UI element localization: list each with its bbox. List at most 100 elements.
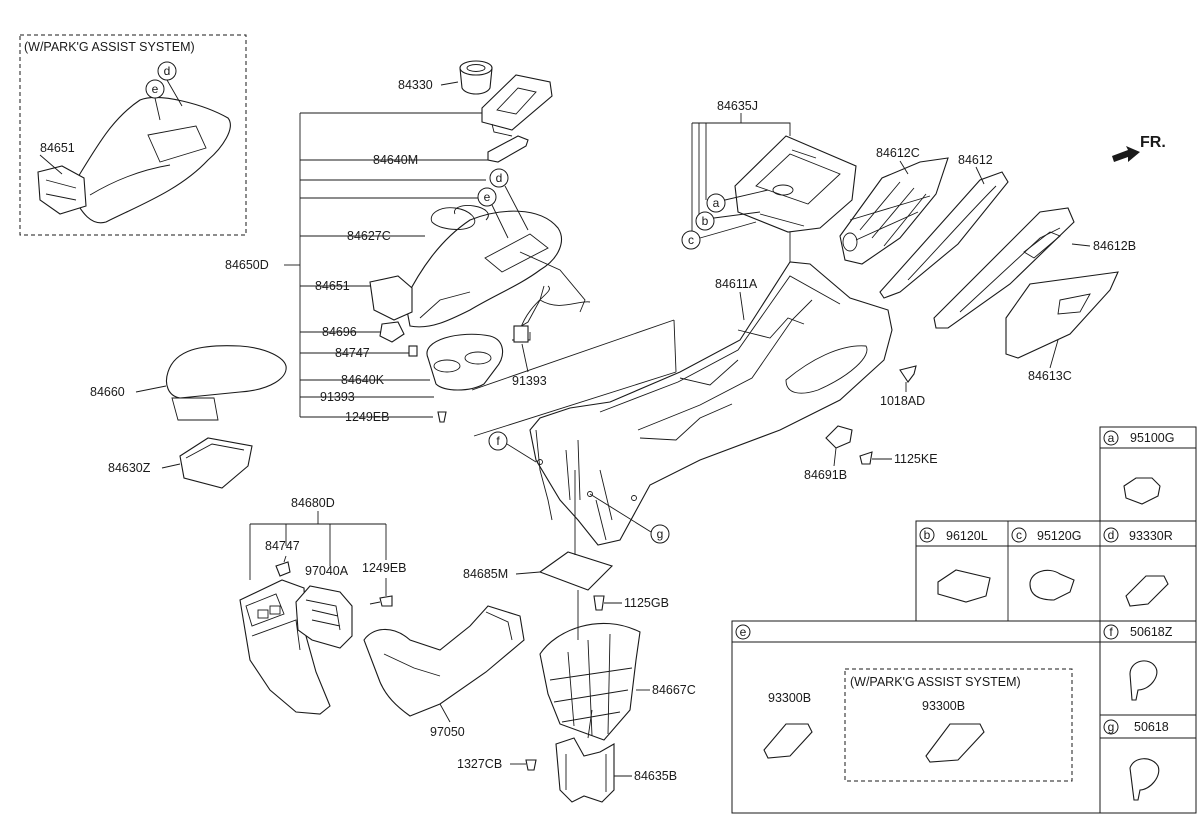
part-label-84651: 84651 [315,279,350,293]
part-label-1249EB: 1249EB [345,410,389,424]
part-label-84640K: 84640K [341,373,385,387]
legend-f-part: 50618Z [1130,625,1173,639]
part-84696-drawing [379,321,405,343]
legend-c-part: 95120G [1037,529,1081,543]
part-label-84747-b: 84747 [265,539,300,553]
part-label-84680D: 84680D [291,496,335,510]
svg-text:a: a [713,196,720,210]
part-84651-drawing [369,275,413,321]
legend-g-drawing [1129,758,1160,801]
part-label-84612: 84612 [958,153,993,167]
part-84630z-drawing: 84630Z [108,437,253,489]
legend-a-part: 95100G [1130,431,1174,445]
shift-bezel-drawing [481,74,553,137]
legend-e-letter [735,624,751,640]
part-label-1249EB-b: 1249EB [362,561,406,575]
part-84612b-drawing: 84612B [933,207,1136,329]
callout-e [477,187,497,207]
svg-text:c: c [688,233,694,247]
callout-g [650,524,670,544]
legend-e-part-std: 93300B [768,691,811,705]
legend-c-letter [1011,527,1027,543]
part-97050-drawing: 97050 [363,605,525,739]
park-assist-inset: (W/PARK'G ASSIST SYSTEM) 84651 d e [19,34,247,236]
svg-text:a: a [1108,431,1115,445]
part-label-1327CB: 1327CB [457,757,502,771]
svg-text:b: b [702,214,709,228]
part-label-91393-a: 91393 [320,390,355,404]
legend-d-letter [1103,527,1119,543]
part-label-84640M: 84640M [373,153,418,167]
legend-f-drawing [1129,660,1158,701]
part-84635b-drawing: 84635B 1327CB [457,709,677,803]
part-label-84635J: 84635J [717,99,758,113]
part-label-84612C: 84612C [876,146,920,160]
part-84612-drawing: 84612 [879,153,1009,299]
legend-e-std-drawing [763,723,813,759]
part-label-84330: 84330 [398,78,433,92]
part-label-84696: 84696 [322,325,357,339]
legend-f-letter [1103,624,1119,640]
svg-text:d: d [164,64,171,78]
inset-console-drawing [69,97,231,224]
svg-text:d: d [496,171,503,185]
legend-g-part: 50618 [1134,720,1169,734]
part-label-84612B: 84612B [1093,239,1136,253]
svg-text:f: f [1109,625,1113,639]
part-label-97050: 97050 [430,725,465,739]
part-label-84613C: 84613C [1028,369,1072,383]
park-assist-note: (W/PARK'G ASSIST SYSTEM) [24,40,195,54]
callout-f [488,431,508,451]
part-84640m-drawing [487,135,529,163]
legend-d-drawing [1125,575,1169,607]
assembly-84635j: 84635J a b c [681,99,791,250]
svg-text:g: g [657,527,664,541]
part-label-84630Z: 84630Z [108,461,151,475]
part-84667c-drawing: 84667C [539,590,696,741]
rear-console-cover-drawing [239,555,331,715]
legend-b-letter [919,527,935,543]
part-label-1125KE: 1125KE [894,452,938,466]
part-91393-wiring: 91393 [512,285,591,388]
callout-d-inset [157,61,177,81]
front-label: FR. [1140,134,1166,151]
front-direction-indicator: FR. [1112,134,1166,162]
legend-c-drawing [1029,569,1075,601]
part-84612c-drawing: 84612C [839,146,949,265]
part-label-97040A: 97040A [305,564,349,578]
svg-text:g: g [1108,720,1115,734]
part-1249eb-drawing [437,411,447,423]
legend-e-pas-drawing [925,723,985,763]
callout-b [695,211,715,231]
legend-e-part-pas: 93300B [922,699,965,713]
part-84330-drawing: 84330 [398,60,493,95]
part-label-84611A: 84611A [715,277,758,291]
svg-text:c: c [1016,528,1022,542]
callout-e-inset [145,79,165,99]
legend-e-park-note: (W/PARK'G ASSIST SYSTEM) [850,675,1021,689]
part-label-84691B: 84691B [804,468,847,482]
part-97040a-drawing [295,578,393,649]
svg-text:d: d [1108,528,1115,542]
legend-b-part: 96120L [946,529,988,543]
svg-text:e: e [740,625,747,639]
legend-g-letter [1103,719,1119,735]
callout-d [489,168,509,188]
part-label-84747: 84747 [335,346,370,360]
svg-text:e: e [152,82,159,96]
part-84640k-drawing [426,333,504,391]
part-label-1018AD: 1018AD [880,394,925,408]
part-label-1125GB: 1125GB [624,596,669,610]
legend-table: a 95100G b 96120L c 95120G d 93330R e 93… [731,426,1197,814]
callout-c [681,230,701,250]
svg-text:e: e [484,190,491,204]
part-84747-drawing [408,345,418,357]
part-84611a-drawing: 84611A [529,232,893,546]
part-84685m-drawing: 84685M [463,470,614,591]
part-label-84627C: 84627C [347,229,391,243]
part-label-84650D: 84650D [225,258,269,272]
part-1125gb-drawing: 1125GB [593,595,669,611]
part-84660-drawing: 84660 [90,345,287,421]
part-label-84685M: 84685M [463,567,508,581]
